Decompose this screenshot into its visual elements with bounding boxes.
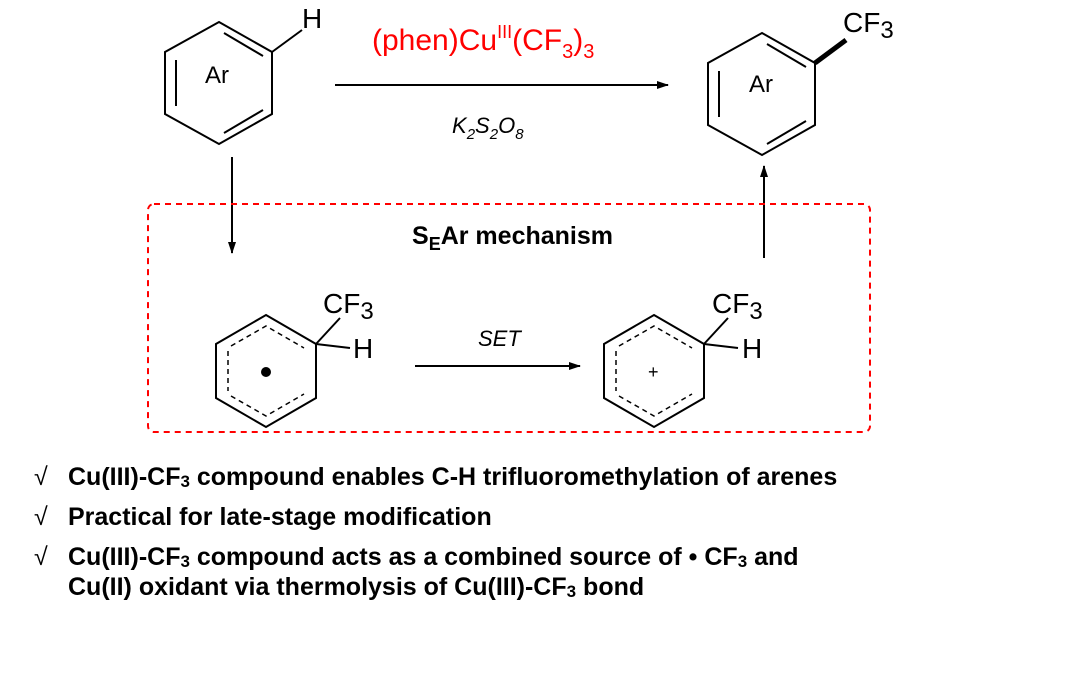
radical-intermediate: CF3 H <box>215 288 374 429</box>
bullet-1-text: Cu(III)-CF3 compound enables C-H trifluo… <box>68 463 838 491</box>
start-h-label: H <box>302 3 322 34</box>
cation-charge: + <box>648 362 659 382</box>
mechanism-box <box>147 203 871 433</box>
summary-bullets: √ Cu(III)-CF3 compound enables C-H trifl… <box>34 462 1064 612</box>
mechanism-title: SEAr mechanism <box>412 222 613 254</box>
cation-intermediate: + CF3 H <box>603 288 763 429</box>
cation-h-label: H <box>742 333 762 364</box>
bullet-2: √ Practical for late-stage modification <box>34 502 1064 532</box>
product-cf3-label: CF3 <box>843 7 894 44</box>
radical-cf3-label: CF3 <box>323 288 374 325</box>
set-label: SET <box>478 326 522 351</box>
bullet-3: √ Cu(III)-CF3 compound acts as a combine… <box>34 542 1064 602</box>
check-mark-icon: √ <box>34 543 48 571</box>
check-mark-icon: √ <box>34 503 48 531</box>
starting-arene: Ar H <box>164 3 322 146</box>
radical-dot <box>261 367 271 377</box>
radical-h-label: H <box>353 333 373 364</box>
bullet-2-text: Practical for late-stage modification <box>68 503 492 531</box>
bullet-3-text: Cu(III)-CF3 compound acts as a combined … <box>68 543 799 601</box>
reaction-scheme: Ar H (phen)CuIII(CF3)3 K2S2O8 Ar CF3 SEA… <box>147 3 894 433</box>
product-arene: Ar CF3 <box>707 7 894 157</box>
oxidant-label: K2S2O8 <box>452 113 524 143</box>
cation-cf3-label: CF3 <box>712 288 763 325</box>
check-mark-icon: √ <box>34 463 48 491</box>
start-ring-label: Ar <box>205 62 229 89</box>
product-ring-label: Ar <box>749 71 773 98</box>
reagent-label: (phen)CuIII(CF3)3 <box>372 22 594 63</box>
bullet-1: √ Cu(III)-CF3 compound enables C-H trifl… <box>34 462 1064 492</box>
